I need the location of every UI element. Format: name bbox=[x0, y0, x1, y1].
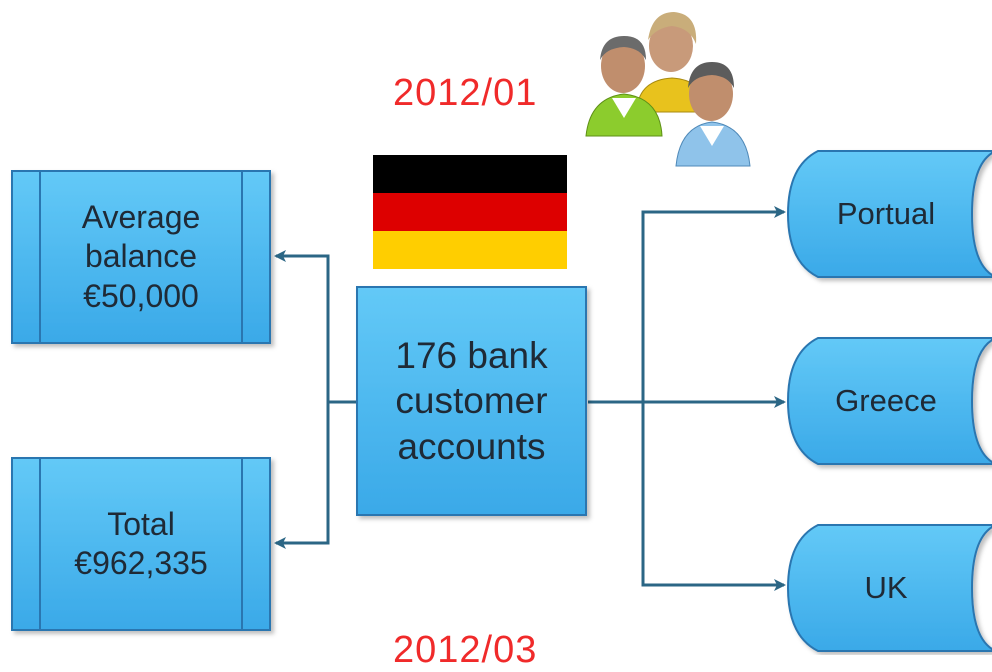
germany-flag-icon bbox=[373, 155, 567, 269]
connector-lines bbox=[274, 206, 786, 591]
total-box bbox=[11, 457, 271, 631]
uk-node bbox=[786, 524, 992, 652]
greece-node bbox=[786, 337, 992, 465]
customer-accounts-line2: customer bbox=[395, 380, 548, 422]
arrow-to-portual bbox=[588, 206, 786, 404]
people-group-icon bbox=[585, 12, 751, 167]
customer-accounts-box bbox=[356, 286, 587, 516]
portual-label: Portual bbox=[836, 196, 936, 232]
customer-accounts-line1: 176 bank bbox=[395, 335, 548, 377]
arrow-to-average-balance bbox=[274, 250, 357, 404]
customer-accounts-line3: accounts bbox=[397, 425, 546, 467]
date-top: 2012/01 bbox=[393, 72, 538, 114]
greece-label: Greece bbox=[835, 383, 937, 419]
total-value: €962,335 bbox=[74, 545, 208, 581]
total-line1: Total bbox=[107, 505, 175, 542]
average-balance-line2: balance bbox=[84, 238, 198, 275]
date-bottom: 2012/03 bbox=[393, 629, 538, 671]
arrow-to-uk bbox=[641, 402, 786, 591]
average-balance-line1: Average bbox=[81, 199, 201, 236]
customer-accounts-label: 176 bank customer accounts bbox=[357, 287, 586, 515]
portual-node bbox=[786, 150, 992, 278]
uk-label: UK bbox=[864, 570, 908, 606]
average-balance-label: Average balance €50,000 bbox=[40, 171, 242, 343]
average-balance-box bbox=[11, 170, 271, 344]
total-label: Total €962,335 bbox=[40, 458, 242, 630]
diagram-canvas bbox=[11, 12, 992, 652]
average-balance-value: €50,000 bbox=[83, 277, 199, 314]
arrow-to-total bbox=[274, 402, 330, 549]
